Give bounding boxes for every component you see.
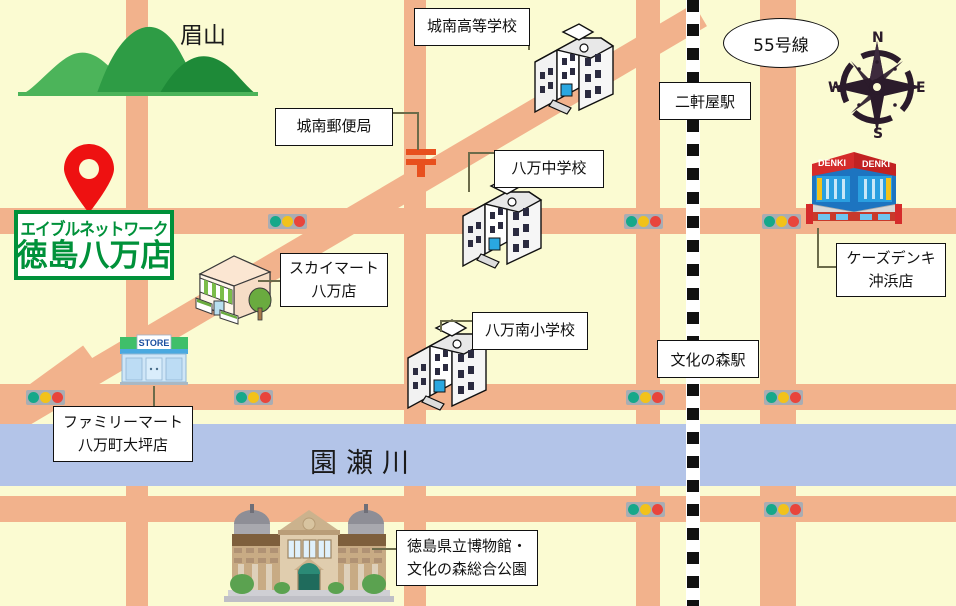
station-bunkanomori[interactable]: 文化の森駅 — [657, 340, 759, 378]
route-number-badge: 55号線 — [723, 18, 839, 68]
railway-line — [686, 0, 700, 606]
traffic-light-yellow — [282, 216, 293, 227]
compass-east-label: E — [916, 80, 926, 96]
svg-text:DENKI: DENKI — [862, 159, 890, 169]
callout-jonan-high-school[interactable]: 城南高等学校 — [414, 8, 530, 46]
mountain-label: 眉山 — [180, 23, 226, 49]
leader-line — [258, 280, 286, 282]
svg-text:STORE: STORE — [139, 338, 170, 348]
compass-north-label: N — [872, 30, 884, 46]
traffic-light-green — [270, 216, 281, 227]
compass-rose-icon: N E S W — [828, 30, 926, 142]
callout-ks-denki[interactable]: ケーズデンキ 沖浜店 — [836, 243, 946, 297]
leader-line — [417, 112, 419, 150]
building-sky-mart — [186, 248, 282, 326]
leader-line — [440, 320, 476, 322]
location-pin-icon — [62, 143, 116, 214]
svg-text:DENKI: DENKI — [818, 158, 846, 168]
callout-line: 八万店 — [311, 282, 357, 300]
post-office-icon — [404, 146, 438, 178]
callout-line: 八万南小学校 — [484, 321, 575, 340]
callout-line: 沖浜店 — [868, 272, 914, 290]
traffic-light — [626, 390, 665, 405]
callout-line: ファミリーマート — [62, 412, 183, 431]
traffic-light — [764, 502, 803, 517]
traffic-light-red — [294, 216, 305, 227]
leader-line — [440, 320, 442, 332]
traffic-light — [762, 214, 801, 229]
traffic-light — [626, 502, 665, 517]
callout-line: 徳島県立博物館・ — [406, 536, 527, 555]
leader-line — [383, 112, 418, 114]
highlight-brand-name: エイブルネットワーク — [20, 220, 168, 241]
callout-line: 文化の森総合公園 — [406, 560, 527, 578]
compass-west-label: W — [828, 80, 844, 96]
building-jonan-high-school — [527, 22, 619, 118]
leader-line — [468, 152, 470, 192]
callout-line: 城南郵便局 — [296, 117, 372, 136]
callout-museum-park[interactable]: 徳島県立博物館・ 文化の森総合公園 — [396, 530, 538, 586]
leader-line — [153, 386, 155, 408]
building-family-mart: STORE — [117, 334, 191, 386]
building-hachiman-minami-elementary — [400, 318, 492, 414]
leader-line — [468, 152, 500, 154]
building-museum — [224, 496, 394, 604]
road-vertical-center — [404, 0, 426, 606]
callout-line: 八万中学校 — [511, 159, 587, 178]
callout-sky-mart[interactable]: スカイマート 八万店 — [280, 253, 388, 307]
building-ks-denki: DENKI DENKI — [806, 150, 902, 226]
callout-hachiman-junior-high[interactable]: 八万中学校 — [494, 150, 604, 188]
callout-line: 城南高等学校 — [426, 17, 517, 36]
river-label: 園瀬川 — [310, 448, 418, 479]
leader-line — [817, 266, 839, 268]
traffic-light — [26, 390, 65, 405]
callout-line: ケーズデンキ — [846, 248, 936, 267]
highlight-store-label[interactable]: エイブルネットワーク 徳島八万店 — [14, 210, 174, 280]
callout-family-mart[interactable]: ファミリーマート 八万町大坪店 — [53, 406, 193, 462]
callout-jonan-post-office[interactable]: 城南郵便局 — [275, 108, 393, 146]
callout-hachiman-minami-elementary[interactable]: 八万南小学校 — [472, 312, 588, 350]
compass-south-label: S — [873, 126, 884, 142]
callout-line: スカイマート — [288, 258, 379, 277]
mountain-illustration — [18, 18, 268, 96]
station-nikenya[interactable]: 二軒屋駅 — [659, 82, 751, 120]
highlight-store-name: 徳島八万店 — [16, 238, 172, 275]
leader-line — [817, 228, 819, 266]
callout-line: 八万町大坪店 — [77, 436, 168, 454]
traffic-light — [764, 390, 803, 405]
traffic-light — [234, 390, 273, 405]
traffic-light — [268, 214, 307, 229]
traffic-light — [624, 214, 663, 229]
leader-line — [372, 548, 398, 550]
